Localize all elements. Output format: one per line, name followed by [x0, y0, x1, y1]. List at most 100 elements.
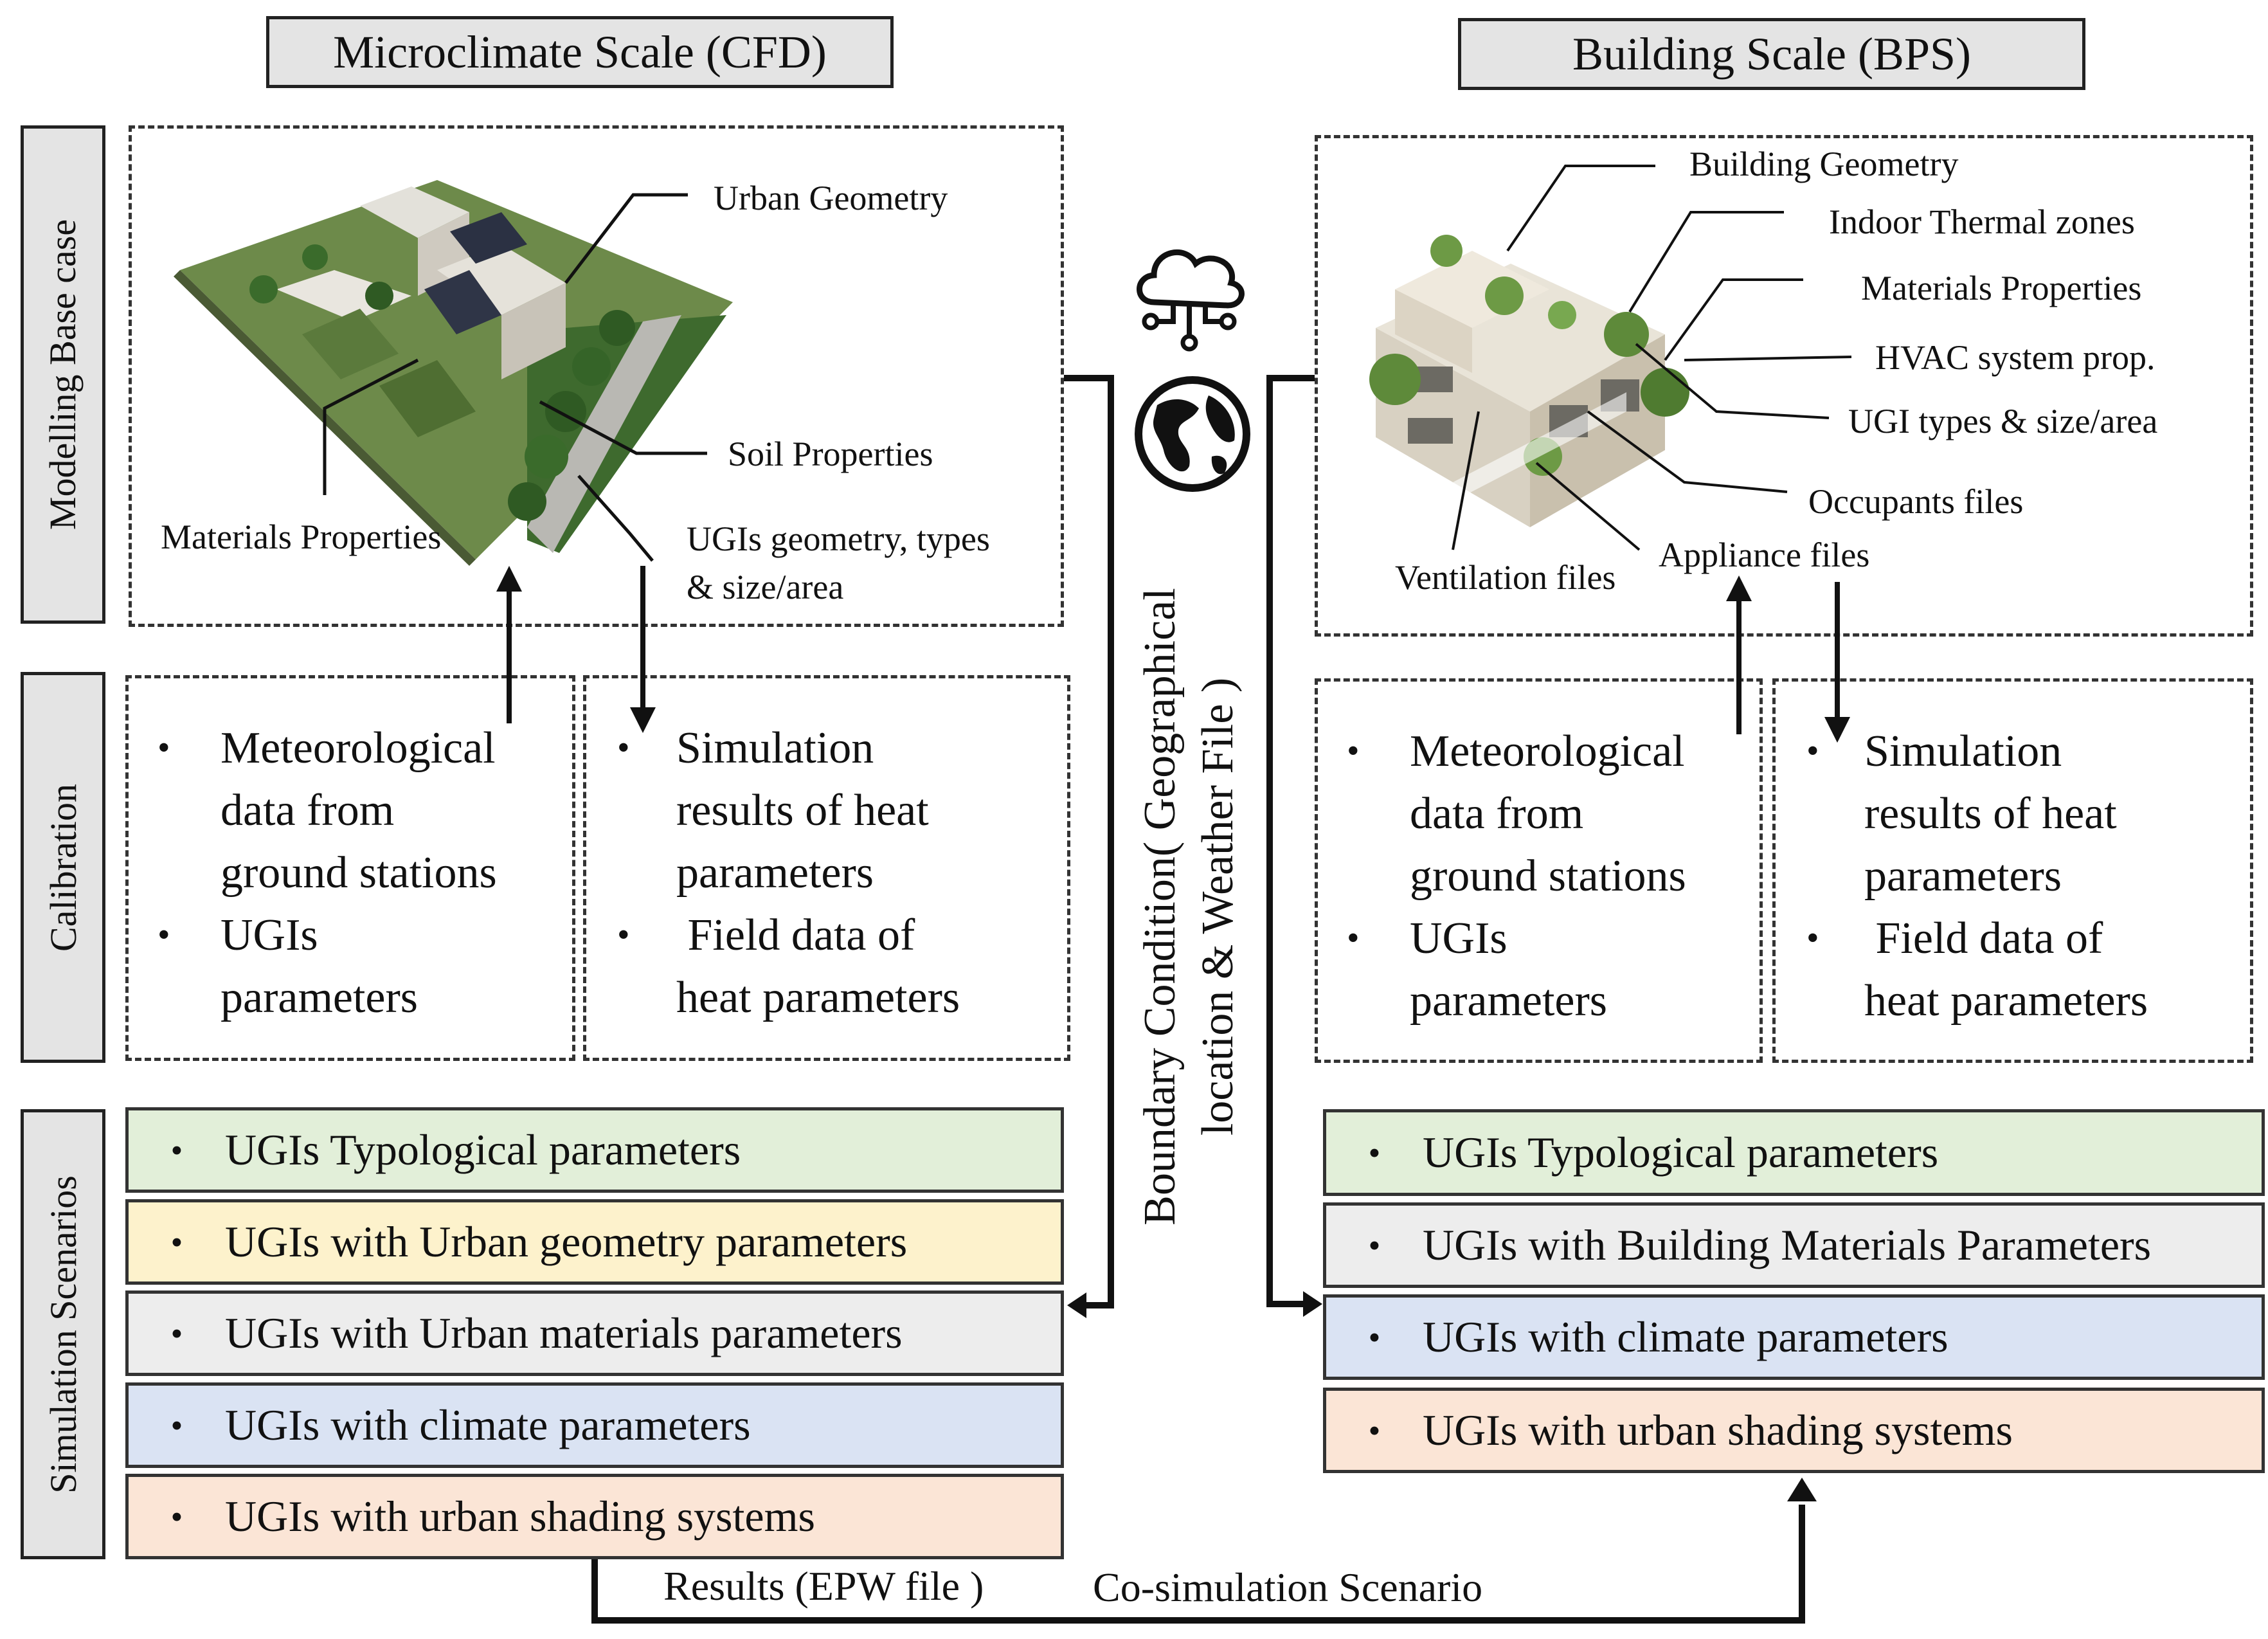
cfd-cal-in-line2: data from [221, 786, 395, 835]
label-appliance-files: Appliance files [1659, 536, 1870, 574]
label-soil-properties: Soil Properties [728, 435, 933, 473]
bps-cal-out-line3: parameters [1864, 851, 2062, 901]
cfd-calibration-inputs-box [125, 675, 575, 1061]
label-materials-properties-cfd: Materials Properties [161, 518, 442, 556]
cfd-cal-out-line1: Simulation [676, 723, 874, 773]
header-microclimate-label: Microclimate Scale (CFD) [333, 26, 827, 78]
bullet: • [1347, 918, 1360, 958]
label-indoor-thermal-zones: Indoor Thermal zones [1829, 203, 2135, 241]
scenario-row: •UGIs with urban shading systems [125, 1474, 1064, 1559]
cfd-calibration-outputs-box [583, 675, 1070, 1061]
cfd-cal-in-line5-row: parameters [158, 966, 569, 1029]
bullet: • [170, 1130, 183, 1170]
bullet: • [617, 915, 630, 955]
bps-cal-in-line3-row: ground stations [1347, 845, 1758, 907]
cfd-cal-in-line5: parameters [221, 973, 419, 1022]
scenario-row: • UGIs Typological parameters [125, 1107, 1064, 1193]
label-occupants-files: Occupants files [1808, 482, 2024, 521]
cfd-model-box [129, 125, 1064, 627]
cfd-cal-out-item1: • Simulation [617, 717, 1067, 779]
bps-cal-in-line5-row: parameters [1347, 970, 1758, 1032]
header-microclimate-scale: Microclimate Scale (CFD) [266, 16, 894, 88]
globe-icon [1135, 376, 1250, 492]
building-model-illustration [1369, 235, 1689, 527]
row-label-scenarios: Simulation Scenarios [21, 1109, 105, 1559]
boundary-condition-line2: location & Weather File ) [1193, 677, 1243, 1136]
cfd-cal-out-line2-row: results of heat [617, 779, 1067, 842]
scenario-row: • UGIs with climate parameters [1323, 1294, 2265, 1380]
bullet: • [170, 1222, 183, 1262]
cfd-cal-in-line3: ground stations [221, 848, 497, 898]
label-urban-geometry: Urban Geometry [714, 179, 948, 217]
bps-cal-out-item2: • Field data of [1806, 907, 2250, 970]
cfd-cal-out-line3-row: parameters [617, 842, 1067, 904]
bullet: • [1806, 918, 1819, 958]
label-materials-properties-bps: Materials Properties [1861, 269, 2142, 307]
bps-cal-in-item1: •Meteorological [1347, 720, 1758, 783]
bps-calibration-inputs-box [1315, 678, 1763, 1063]
cfd-cal-out-line3: parameters [676, 848, 874, 898]
bps-cal-in-line3: ground stations [1410, 851, 1686, 901]
label-ugis-geometry-line2: & size/area [687, 568, 844, 606]
urban-model-illustration [174, 180, 733, 566]
label-ventilation-files: Ventilation files [1395, 558, 1616, 597]
cfd-cal-out-line5-row: heat parameters [617, 966, 1067, 1029]
scenario-row: • UGIs Typological parameters [1323, 1109, 2265, 1196]
header-building-label: Building Scale (BPS) [1572, 28, 1971, 80]
bps-cal-out-item1: • Simulation [1806, 720, 2250, 783]
bps-cal-in-line2: data from [1410, 789, 1584, 838]
bps-cal-in-line2-row: data from [1347, 783, 1758, 845]
scenario-row: • UGIs with Urban geometry parameters [125, 1199, 1064, 1285]
bps-cal-out-line1: Simulation [1864, 727, 2062, 776]
bullet: • [158, 915, 170, 955]
bps-model-box [1315, 135, 2253, 637]
scenario-label: UGIs with Urban materials parameters [225, 1308, 903, 1357]
bps-cal-out-line5: heat parameters [1864, 976, 2148, 1026]
cfd-cal-in-line4: UGIs [221, 910, 318, 960]
bullet: • [1368, 1133, 1381, 1172]
cfd-cal-in-line2-row: data from [158, 779, 569, 842]
boundary-condition-label: Boundary Condition( Geographical locatio… [1131, 521, 1247, 1292]
scenario-label: UGIs with climate parameters [225, 1400, 751, 1449]
bps-cal-in-item2: • UGIs [1347, 907, 1758, 970]
cfd-cal-out-line4: Field data of [676, 910, 915, 960]
bps-cal-in-line5: parameters [1410, 976, 1608, 1026]
scenario-label: UGIs with urban shading systems [225, 1492, 815, 1541]
scenario-row: • UGIs with Building Materials Parameters [1323, 1202, 2265, 1288]
cfd-cal-in-line1: Meteorological [221, 723, 496, 773]
cfd-calibration-inputs: •Meteorological data from ground station… [158, 717, 569, 1051]
scenario-row: • UGIs with Urban materials parameters [125, 1290, 1064, 1376]
bullet: • [617, 728, 630, 768]
bps-cal-out-line3-row: parameters [1806, 845, 2250, 907]
cloud-network-icon [1137, 249, 1245, 352]
bps-calibration-outputs: • Simulation results of heat parameters •… [1806, 720, 2250, 1055]
label-ugi-types: UGI types & size/area [1848, 402, 2158, 440]
label-ugis-geometry-line1: UGIs geometry, types [687, 520, 990, 558]
scenario-row: • UGIs with climate parameters [125, 1382, 1064, 1468]
label-cosimulation-scenario: Co-simulation Scenario [1093, 1564, 1483, 1610]
bps-calibration-outputs-box [1772, 678, 2253, 1063]
bullet: • [1806, 731, 1819, 771]
cfd-cal-out-line2: results of heat [676, 786, 929, 835]
cfd-cal-in-item2: • UGIs [158, 904, 569, 966]
bullet: • [1368, 1318, 1381, 1357]
cfd-cal-in-item1: •Meteorological [158, 717, 569, 779]
cfd-cal-out-item2: • Field data of [617, 904, 1067, 966]
scenario-row: •UGIs with urban shading systems [1323, 1388, 2265, 1473]
bps-cal-out-line2-row: results of heat [1806, 783, 2250, 845]
bullet: • [1368, 1226, 1381, 1265]
scenario-label: UGIs with Building Materials Parameters [1423, 1220, 2152, 1269]
row-label-modelling: Modelling Base case [21, 125, 105, 624]
bps-calibration-inputs: •Meteorological data from ground station… [1347, 720, 1758, 1055]
scenario-label: UGIs with climate parameters [1423, 1312, 1949, 1361]
bps-cal-in-line4: UGIs [1410, 914, 1508, 963]
bullet: • [170, 1406, 183, 1445]
scenario-label: UGIs with urban shading systems [1423, 1406, 2013, 1454]
bullet: • [170, 1314, 183, 1353]
scenario-label: UGIs Typological parameters [225, 1125, 741, 1174]
scenario-label: UGIs with Urban geometry parameters [225, 1217, 908, 1266]
scenario-label: UGIs Typological parameters [1423, 1128, 1939, 1177]
cfd-calibration-outputs: • Simulation results of heat parameters •… [617, 717, 1067, 1051]
